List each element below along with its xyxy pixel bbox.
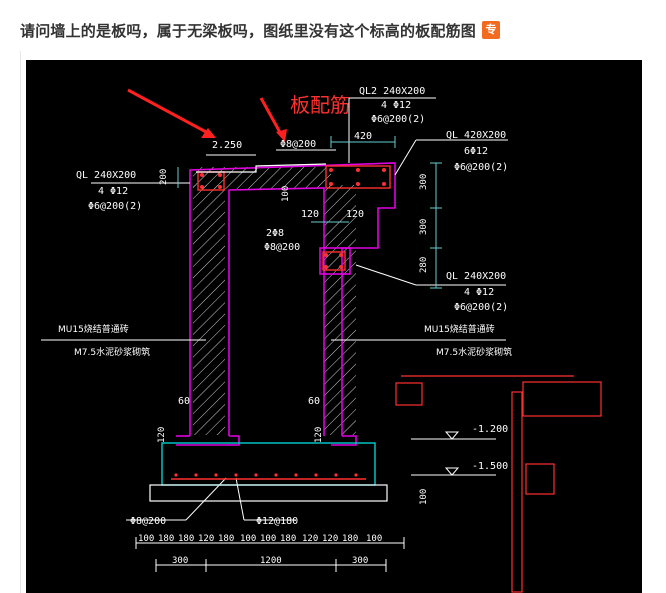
cad-drawing-image: 板配筋 bbox=[26, 60, 642, 593]
ql-right-top-stirrup: Φ6@200(2) bbox=[454, 162, 508, 173]
dim-row1-8: 120 bbox=[302, 534, 318, 544]
dim-120a: 120 bbox=[301, 209, 319, 220]
bottom-dims bbox=[135, 537, 405, 572]
dim-row1-3: 120 bbox=[198, 534, 214, 544]
ql-right-mid-bars: 4 Φ12 bbox=[464, 287, 494, 298]
dim-right-300b: 300 bbox=[419, 219, 429, 235]
ql2-bars: 4 Φ12 bbox=[381, 100, 411, 111]
dim-120-right: 120 bbox=[314, 427, 324, 443]
right-dim-chain bbox=[430, 162, 442, 289]
dim-row1-10: 180 bbox=[342, 534, 358, 544]
dim-60a: 60 bbox=[178, 396, 190, 407]
post-title-row: 请问墙上的是板吗，属于无梁板吗，图纸里没有这个标高的板配筋图 专 bbox=[20, 17, 650, 43]
dim-row1-2: 180 bbox=[178, 534, 194, 544]
dim-120b: 120 bbox=[346, 209, 364, 220]
leader-lines bbox=[41, 97, 508, 521]
ql-right-mid-title: QL 240X200 bbox=[446, 271, 506, 282]
footing-bar1: Φ8@200 bbox=[130, 516, 166, 527]
dim-row1-1: 180 bbox=[158, 534, 174, 544]
footing-base bbox=[149, 484, 388, 502]
dim-100-right: 100 bbox=[419, 489, 429, 505]
dim-200-left: 200 bbox=[159, 169, 169, 185]
dim-row1-6: 100 bbox=[260, 534, 276, 544]
cad-drawing: 板配筋 bbox=[41, 86, 602, 593]
ql2-title: QL2 240X200 bbox=[359, 86, 425, 97]
dim-row1-9: 120 bbox=[322, 534, 338, 544]
dim-row1-7: 180 bbox=[280, 534, 296, 544]
footing-dots bbox=[174, 473, 358, 477]
top-beam-hatch bbox=[193, 167, 331, 189]
wall-outline bbox=[176, 162, 396, 446]
elev-top: 2.250 bbox=[212, 140, 242, 151]
top-dim bbox=[177, 136, 396, 223]
slab-bar: Φ8@200 bbox=[280, 139, 316, 150]
red-arrows bbox=[127, 88, 287, 142]
elevation-marks bbox=[411, 431, 496, 476]
right-sketch bbox=[395, 375, 602, 593]
annotation-slab-rebar: 板配筋 bbox=[290, 93, 350, 117]
wall-left-mortar: M7.5水泥砂浆砌筑 bbox=[74, 346, 150, 358]
dim-row2-0: 300 bbox=[172, 556, 188, 566]
dim-row2-1: 1200 bbox=[260, 556, 282, 566]
dim-60b: 60 bbox=[308, 396, 320, 407]
dim-row1-11: 100 bbox=[366, 534, 382, 544]
right-wall-hatch bbox=[324, 185, 356, 435]
bar-2phi8: 2Φ8 bbox=[266, 228, 284, 239]
wall-right-mortar: M7.5水泥砂浆砌筑 bbox=[436, 346, 512, 358]
post-title: 请问墙上的是板吗，属于无梁板吗，图纸里没有这个标高的板配筋图 bbox=[20, 21, 477, 40]
ql-right-top-title: QL 420X200 bbox=[446, 130, 506, 141]
ql-right-mid-stirrup: Φ6@200(2) bbox=[454, 302, 508, 313]
content-divider bbox=[20, 51, 21, 593]
left-wall-hatch bbox=[193, 185, 225, 435]
wall-right-brick: MU15烧结普通砖 bbox=[424, 323, 495, 335]
elev-b: -1.500 bbox=[472, 461, 508, 472]
dim-420: 420 bbox=[354, 131, 372, 142]
wall-left-brick: MU15烧结普通砖 bbox=[58, 323, 129, 335]
rebar-dots bbox=[200, 168, 386, 269]
bar-phi8-200: Φ8@200 bbox=[264, 242, 300, 253]
ql2-stirrup: Φ6@200(2) bbox=[371, 114, 425, 125]
dim-row1-5: 100 bbox=[240, 534, 256, 544]
dim-100: 100 bbox=[281, 186, 291, 202]
elev-a: -1.200 bbox=[472, 424, 508, 435]
dim-row2-2: 300 bbox=[352, 556, 368, 566]
ql-left-stirrup: Φ6@200(2) bbox=[88, 201, 142, 212]
ql-right-top-bars: 6Φ12 bbox=[464, 146, 488, 157]
slab-rebar-line bbox=[196, 163, 327, 173]
expert-badge-icon[interactable]: 专 bbox=[482, 21, 501, 39]
dim-right-300a: 300 bbox=[419, 174, 429, 190]
ql-left-title: QL 240X200 bbox=[76, 170, 136, 181]
footing-bar2: Φ12@180 bbox=[256, 516, 298, 527]
dim-row1-0: 100 bbox=[138, 534, 154, 544]
dim-120-left: 120 bbox=[157, 427, 167, 443]
dim-row1-4: 180 bbox=[218, 534, 234, 544]
dim-right-280: 280 bbox=[419, 257, 429, 273]
ql-left-bars: 4 Φ12 bbox=[98, 186, 128, 197]
